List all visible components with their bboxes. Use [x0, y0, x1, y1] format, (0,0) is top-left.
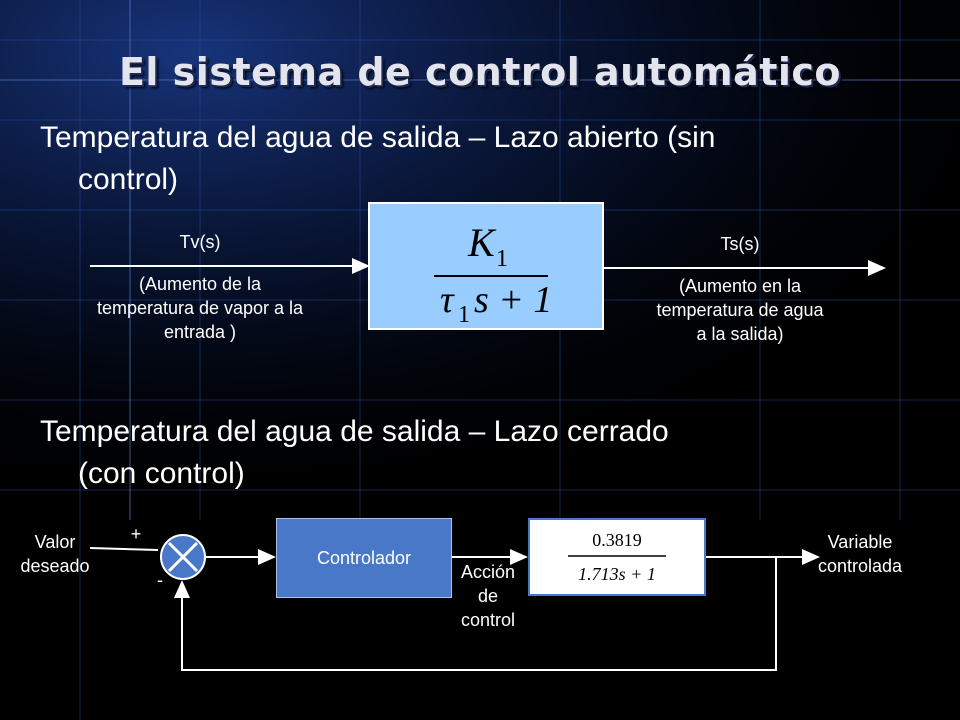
tf-den-tau: τ [440, 279, 455, 321]
open-loop-input-desc: (Aumento de la temperatura de vapor a la… [96, 274, 304, 342]
bullet-closed-loop-line1: Temperatura del agua de salida – Lazo ce… [40, 415, 669, 448]
setpoint-label: Valor deseado [20, 532, 90, 576]
tf-numerator: K [467, 220, 497, 265]
tf-numerator-subscript: 1 [496, 246, 508, 272]
tf-den-rest: s + 1 [474, 279, 552, 321]
controller-label: Controlador [316, 547, 412, 568]
minus-sign: - [157, 570, 163, 590]
control-action-label: Acción de control [460, 562, 516, 630]
slide-title: El sistema de control automático [118, 50, 842, 94]
tf-small-numerator: 0.3819 [592, 530, 642, 550]
feedback-loop-line [174, 557, 777, 671]
open-loop-output-label: Ts(s) [720, 234, 760, 254]
bullet-open-loop-line1: Temperatura del agua de salida – Lazo ab… [40, 121, 716, 154]
closed-loop-formula: 0.3819 1.713s + 1 [568, 530, 666, 584]
bullet-closed-loop-line2: (con control) [78, 457, 245, 490]
setpoint-line [89, 547, 159, 551]
open-loop-output-desc: (Aumento en la temperatura de agua a la … [656, 276, 824, 344]
tf-den-tau-subscript: 1 [458, 302, 470, 328]
transfer-function-formula: K 1 τ 1 s + 1 [434, 220, 552, 328]
summing-junction-cross-icon [167, 541, 199, 573]
open-loop-input-label: Tv(s) [179, 232, 221, 252]
controlled-variable-label: Variable controlada [817, 532, 903, 576]
summing-junction [160, 534, 206, 580]
bullet-open-loop-line2: control) [78, 163, 179, 196]
tf-small-denominator: 1.713s + 1 [578, 564, 656, 584]
open-loop-transfer-function-block: K 1 τ 1 s + 1 [368, 202, 604, 330]
controller-block: Controlador [276, 518, 452, 598]
closed-loop-transfer-function-block: 0.3819 1.713s + 1 [528, 518, 706, 596]
plus-sign: + [130, 524, 142, 544]
